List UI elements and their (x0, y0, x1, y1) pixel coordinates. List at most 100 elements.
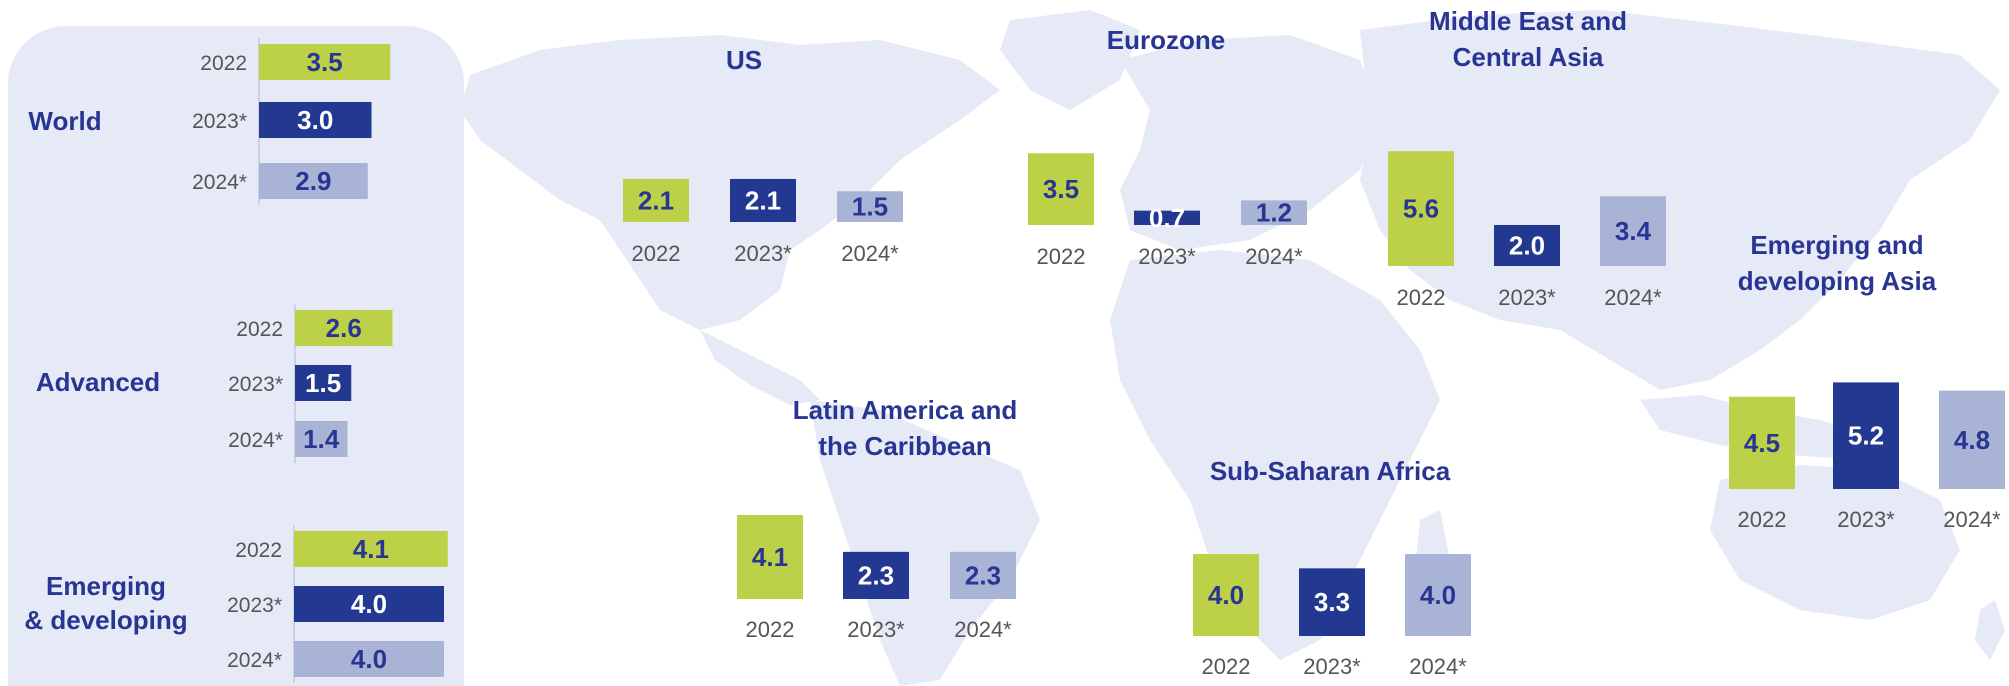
latin-america-and-the-caribbean-tick-label: 2024* (954, 617, 1012, 642)
world-bar-2024 (259, 163, 368, 199)
group-title-latin-america: Latin America and the Caribbean (793, 395, 1017, 461)
advanced-bar-2024 (295, 421, 348, 457)
emerging-developing-bar-2022 (294, 531, 448, 567)
middle-east-and-central-asia-bar-2023 (1494, 225, 1560, 266)
global-summary-panel (8, 26, 464, 686)
australia-shape (1710, 465, 1960, 620)
us-value-label: 2.1 (745, 185, 781, 215)
latin-america-and-the-caribbean-tick-label: 2023* (847, 617, 905, 642)
central-america-shape (700, 330, 820, 405)
group-title-line: developing Asia (1738, 266, 1937, 296)
eurozone-bar-2023 (1134, 210, 1200, 225)
sub-saharan-africa-tick-label: 2023* (1303, 654, 1361, 679)
sub-saharan-africa-bar-2022 (1193, 554, 1259, 636)
advanced-value-label: 2.6 (326, 313, 362, 343)
group-title-sub-saharan-africa: Sub-Saharan Africa (1210, 456, 1451, 486)
greenland-shape (1000, 10, 1140, 110)
us-tick-label: 2023* (734, 241, 792, 266)
group-title-advanced: Advanced (36, 367, 160, 397)
world-tick-label: 2022 (200, 52, 247, 75)
us-value-label: 1.5 (852, 192, 888, 222)
emerging-developing-tick-label: 2022 (235, 539, 282, 562)
emerging-developing-value-label: 4.0 (351, 589, 387, 619)
latin-america-and-the-caribbean-bar-2023 (843, 551, 909, 599)
sub-saharan-africa-value-label: 3.3 (1314, 587, 1350, 617)
eurozone-tick-label: 2022 (1037, 244, 1086, 269)
group-title-emerging-developing: Emerging & developing (24, 571, 187, 635)
emerging-and-developing-asia-tick-label: 2023* (1837, 507, 1895, 532)
latin-america-and-the-caribbean-value-label: 4.1 (752, 542, 788, 572)
world-value-label: 2.9 (295, 166, 331, 196)
emerging-and-developing-asia-bar-2022 (1729, 396, 1795, 489)
us-value-label: 2.1 (638, 185, 674, 215)
middle-east-and-central-asia-value-label: 3.4 (1615, 216, 1652, 246)
eurozone-value-label: 0.7 (1149, 203, 1185, 233)
latin-america-and-the-caribbean-value-label: 2.3 (965, 560, 1001, 590)
group-title-line: Emerging (46, 571, 166, 601)
sub-saharan-africa-bar-2024 (1405, 554, 1471, 636)
advanced-value-label: 1.4 (303, 424, 340, 454)
south-america-shape (810, 400, 1040, 686)
emerging-and-developing-asia-bar-2023 (1833, 382, 1899, 489)
world-tick-label: 2023* (192, 110, 247, 133)
us-tick-label: 2022 (632, 241, 681, 266)
emerging-developing-value-label: 4.0 (351, 644, 387, 674)
middle-east-and-central-asia-value-label: 2.0 (1509, 231, 1545, 261)
emerging-and-developing-asia-value-label: 5.2 (1848, 421, 1884, 451)
new-zealand-shape (1975, 600, 2005, 660)
sub-saharan-africa-value-label: 4.0 (1208, 580, 1244, 610)
middle-east-and-central-asia-tick-label: 2022 (1397, 285, 1446, 310)
eurozone-value-label: 1.2 (1256, 198, 1292, 228)
middle-east-and-central-asia-bar-2024 (1600, 196, 1666, 266)
us-tick-label: 2024* (841, 241, 899, 266)
emerging-developing-tick-label: 2023* (227, 594, 282, 617)
eurozone-value-label: 3.5 (1043, 174, 1079, 204)
us-bar-2024 (837, 191, 903, 222)
advanced-tick-label: 2022 (236, 318, 283, 341)
group-title-us: US (726, 45, 762, 75)
world-bar-2023 (259, 102, 372, 138)
latin-america-and-the-caribbean-bar-2022 (737, 514, 803, 599)
eurozone-tick-label: 2023* (1138, 244, 1196, 269)
emerging-developing-bar-2024 (294, 641, 444, 677)
advanced-tick-label: 2023* (228, 373, 283, 396)
sub-saharan-africa-value-label: 4.0 (1420, 580, 1456, 610)
group-title-line: Middle East and (1429, 6, 1627, 36)
group-title-world: World (28, 106, 101, 136)
middle-east-and-central-asia-tick-label: 2024* (1604, 285, 1662, 310)
advanced-tick-label: 2024* (228, 429, 283, 452)
world-value-label: 3.5 (307, 47, 343, 77)
us-bar-2022 (623, 178, 689, 222)
latin-america-and-the-caribbean-bar-2024 (950, 551, 1016, 599)
sub-saharan-africa-bar-2023 (1299, 568, 1365, 636)
latin-america-and-the-caribbean-value-label: 2.3 (858, 560, 894, 590)
emerging-and-developing-asia-bar-2024 (1939, 390, 2005, 489)
eurozone-bar-2022 (1028, 153, 1094, 225)
emerging-and-developing-asia-tick-label: 2022 (1738, 507, 1787, 532)
group-title-line: Emerging and (1750, 230, 1923, 260)
middle-east-and-central-asia-bar-2022 (1388, 151, 1454, 266)
world-tick-label: 2024* (192, 171, 247, 194)
sub-saharan-africa-tick-label: 2022 (1202, 654, 1251, 679)
group-title-line: Latin America and (793, 395, 1017, 425)
emerging-developing-value-label: 4.1 (353, 534, 389, 564)
latin-america-and-the-caribbean-tick-label: 2022 (746, 617, 795, 642)
emerging-developing-tick-label: 2024* (227, 649, 282, 672)
group-title-line: & developing (24, 605, 187, 635)
middle-east-and-central-asia-tick-label: 2023* (1498, 285, 1556, 310)
advanced-bar-2023 (295, 365, 352, 401)
eurozone-bar-2024 (1241, 200, 1307, 225)
emerging-and-developing-asia-value-label: 4.5 (1744, 428, 1780, 458)
emerging-developing-bar-2023 (294, 586, 444, 622)
africa-shape (1110, 250, 1440, 660)
advanced-bar-2022 (295, 310, 393, 346)
world-value-label: 3.0 (297, 105, 333, 135)
group-title-line: the Caribbean (818, 431, 991, 461)
asia-shape (1360, 10, 2000, 390)
emerging-and-developing-asia-value-label: 4.8 (1954, 425, 1990, 455)
advanced-value-label: 1.5 (305, 368, 341, 398)
group-title-eurozone: Eurozone (1107, 25, 1225, 55)
